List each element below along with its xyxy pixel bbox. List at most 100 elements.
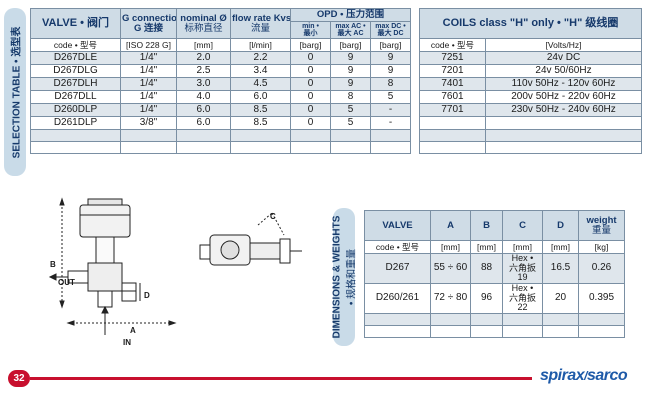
dim-a: 72 ÷ 80 [430, 283, 471, 314]
coil-code: 7251 [419, 51, 486, 65]
valve-code: D267DLL [30, 90, 121, 104]
col-valve-header: VALVE • 阀门 [30, 8, 121, 39]
unit-cell: [mm] [176, 38, 231, 52]
col-max-dc-header: max DC •最大 DC [369, 21, 412, 39]
table-cell: 2.5 [176, 64, 231, 78]
table-cell: 0 [290, 90, 331, 104]
table-cell: 3/8" [120, 116, 177, 130]
col-c-header: C [502, 210, 543, 241]
unit-cell: [mm] [502, 240, 543, 254]
dim-d: 16.5 [542, 253, 579, 284]
valve-code: D267DLG [30, 64, 121, 78]
valve-technical-drawing [48, 197, 302, 335]
table-cell: 0 [290, 116, 331, 130]
table-row-empty [419, 129, 643, 142]
coil-voltage: 230v 50Hz - 240v 60Hz [484, 103, 643, 117]
coil-code: 7201 [419, 64, 486, 78]
label-in: IN [123, 338, 131, 347]
table-cell: 8.5 [230, 103, 291, 117]
table-cell: 9 [330, 51, 371, 65]
label-d: D [144, 291, 150, 300]
table-cell: 1/4" [120, 90, 177, 104]
col-d-header: D [542, 210, 579, 241]
selection-table-label: SELECTION TABLE • 选型表 [11, 26, 23, 158]
table-cell: 3.4 [230, 64, 291, 78]
col-a-header: A [430, 210, 471, 241]
table-cell: 1/4" [120, 77, 177, 91]
unit-cell: [mm] [470, 240, 503, 254]
coil-code: 7701 [419, 103, 486, 117]
unit-cell: [barg] [330, 38, 371, 52]
table-cell: 0 [290, 77, 331, 91]
coil-voltage: 200v 50Hz - 220v 60Hz [484, 90, 643, 104]
table-row-empty [30, 141, 412, 154]
table-cell: 1/4" [120, 51, 177, 65]
coils-table: COILS class "H" only • "H" 级线圈 code • 型号… [418, 8, 643, 154]
coil-voltage: 24v DC [484, 51, 643, 65]
unit-cell: code • 型号 [419, 38, 486, 52]
coil-code: 7601 [419, 90, 486, 104]
label-out: OUT [58, 278, 75, 287]
table-cell: 5 [330, 116, 371, 130]
col-max-ac-header: max AC •最大 AC [330, 21, 371, 39]
table-row-empty [419, 141, 643, 154]
coil-voltage: 24v 50/60Hz [484, 64, 643, 78]
unit-cell: [barg] [369, 38, 412, 52]
table-cell: 6.0 [176, 116, 231, 130]
table-cell: 3.0 [176, 77, 231, 91]
table-cell: 9 [369, 51, 412, 65]
table-cell: 0 [290, 64, 331, 78]
dimensions-tab-label-cn: • 规格和重量 [346, 248, 358, 306]
table-cell: 2.0 [176, 51, 231, 65]
unit-cell: [kg] [578, 240, 625, 254]
selection-table-tab: SELECTION TABLE • 选型表 [4, 8, 26, 176]
table-cell: 9 [330, 64, 371, 78]
dim-b: 88 [470, 253, 503, 284]
page-number: 32 [8, 370, 30, 387]
unit-cell: code • 型号 [364, 240, 431, 254]
table-cell: 0 [290, 103, 331, 117]
unit-cell: [barg] [290, 38, 331, 52]
table-cell: 0 [290, 51, 331, 65]
dim-weight: 0.26 [578, 253, 625, 284]
valve-code: D267DLH [30, 77, 121, 91]
table-cell: 4.5 [230, 77, 291, 91]
valve-code: D267DLE [30, 51, 121, 65]
label-a: A [130, 326, 136, 335]
col-g-connection-header: G connectionG 连接 [120, 8, 177, 39]
table-row-empty [419, 116, 643, 130]
table-cell: - [369, 116, 412, 130]
table-cell: 6.0 [230, 90, 291, 104]
col-min-header: min •最小 [290, 21, 331, 39]
table-cell: 8 [369, 77, 412, 91]
table-cell: 4.0 [176, 90, 231, 104]
table-cell: 8 [330, 90, 371, 104]
label-b: B [50, 260, 56, 269]
col-valve-header: VALVE [364, 210, 431, 241]
table-cell: 2.2 [230, 51, 291, 65]
coil-code: 7401 [419, 77, 486, 91]
table-cell: 5 [369, 90, 412, 104]
unit-cell: code • 型号 [30, 38, 121, 52]
table-cell: 8.5 [230, 116, 291, 130]
dim-d: 20 [542, 283, 579, 314]
table-cell: - [369, 103, 412, 117]
valve-selection-table: VALVE • 阀门 G connectionG 连接 nominal Ø标称直… [30, 8, 412, 154]
table-row-empty [30, 129, 412, 142]
col-opd-header: OPD • 压力范围 [289, 8, 412, 22]
